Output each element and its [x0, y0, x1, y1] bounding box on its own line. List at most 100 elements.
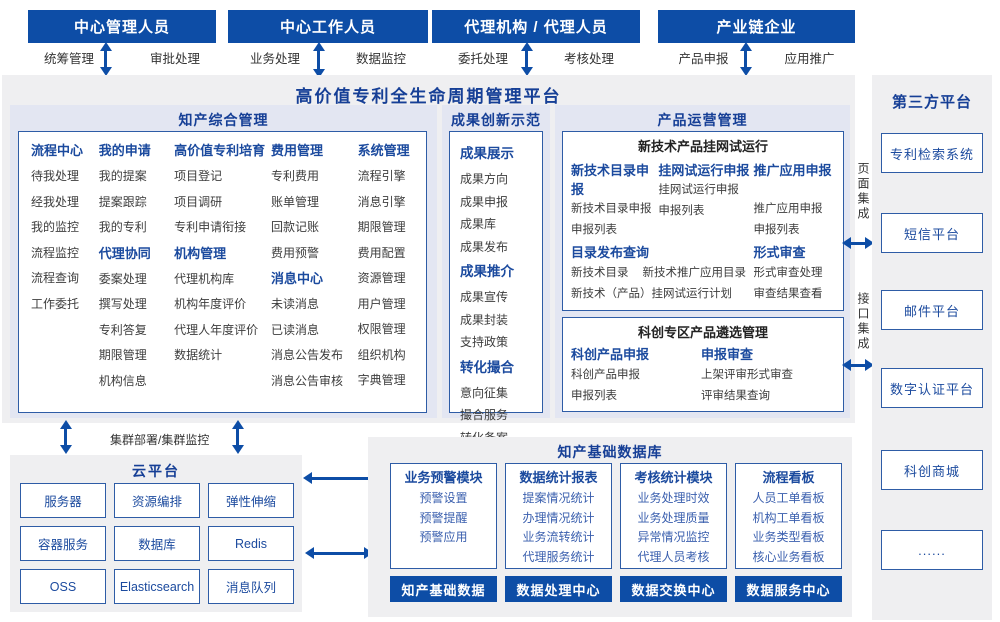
third-party-item: 科创商城 [881, 450, 983, 490]
menu-group-heading: 费用管理 [271, 143, 324, 158]
menu-column: 申报审查 上架评审形式审查 评审结果查询 [701, 345, 831, 407]
cloud-item: 容器服务 [20, 526, 106, 561]
menu-item: 新技术目录申报 [571, 203, 652, 215]
module-heading: 数据统计报表 [519, 470, 598, 485]
trial-run-box: 新技术产品挂网试运行 新技术目录申报 新技术目录申报 申报列表 挂网试运行申报 … [562, 131, 844, 311]
menu-item: 待我处理 [31, 169, 80, 183]
menu-item: 成果封装 [460, 312, 509, 327]
actor-industry-enterprises: 产业链企业 [658, 10, 855, 43]
menu-item: 字典管理 [357, 373, 406, 387]
selection-box: 科创专区产品遴选管理 科创产品申报 科创产品申报 申报列表 申报审查 上架评审形… [562, 317, 844, 412]
cloud-item: 服务器 [20, 483, 106, 518]
menu-item: 支持政策 [460, 335, 509, 349]
menu-item: 推广应用申报 [753, 203, 823, 215]
section-achievements: 成果创新示范 成果展示 成果方向 成果申报 成果库 成果发布 成果推介 成果宣传… [442, 105, 550, 445]
menu-item: 代理机构库 [174, 271, 235, 286]
platform-title: 高价值专利全生命周期管理平台 [295, 87, 562, 106]
module-item: 办理情况统计 [522, 510, 595, 525]
module-process-board: 流程看板 人员工单看板 机构工单看板 业务类型看板 核心业务看板 [735, 463, 842, 569]
menu-item: 经我处理 [31, 194, 80, 209]
actor-agents: 代理机构 / 代理人员 [432, 10, 640, 43]
menu-group-heading: 形式审查 [753, 245, 806, 260]
page-integration-label: 页面集成 [856, 162, 870, 222]
double-arrow-icon [317, 50, 320, 70]
menu-item: 形式审查处理 [753, 267, 823, 279]
module-item: 业务类型看板 [752, 530, 825, 544]
module-heading: 流程看板 [762, 470, 815, 485]
menu-item: 用户管理 [357, 296, 406, 311]
ip-database-title: 知产基础数据库 [557, 444, 663, 460]
module-item: 业务流转统计 [522, 530, 595, 544]
menu-item: 我的监控 [31, 220, 80, 234]
menu-column: 科创产品申报 科创产品申报 申报列表 [571, 345, 701, 407]
menu-item: 成果库 [460, 217, 497, 231]
third-party-item: 数字认证平台 [881, 368, 983, 408]
cloud-item: Elasticsearch [114, 569, 200, 604]
module-assessment: 考核统计模块 业务处理时效 业务处理质量 异常情况监控 代理人员考核 [620, 463, 727, 569]
actor-right-label: 数据监控 [356, 52, 407, 66]
third-party-panel: 第三方平台 专利检索系统 短信平台 邮件平台 数字认证平台 科创商城 .....… [872, 75, 992, 620]
module-item: 业务处理时效 [637, 491, 710, 505]
section-title: 成果创新示范 [451, 112, 541, 128]
actor-left-label: 产品申报 [678, 52, 729, 66]
third-party-item: 专利检索系统 [881, 133, 983, 173]
menu-item: 期限管理 [357, 220, 406, 234]
third-party-item: 短信平台 [881, 213, 983, 253]
catalog-query-group: 目录发布查询 新技术目录 新技术推广应用目录 新技术（产品）挂网试运行计划 [571, 243, 753, 305]
double-arrow-icon [744, 50, 747, 68]
menu-group-heading: 高价值专利培育 [174, 143, 266, 158]
menu-column: 高价值专利培育 项目登记 项目调研 专利申请衔接 机构管理 代理机构库 机构年度… [174, 138, 271, 412]
menu-item: 专利申请衔接 [174, 220, 247, 234]
section-title: 知产综合管理 [178, 112, 269, 128]
third-party-item: 邮件平台 [881, 290, 983, 330]
actor-labels: 委托处理 考核处理 [432, 48, 640, 66]
module-item: 核心业务看板 [752, 549, 825, 564]
menu-group-heading: 流程中心 [31, 143, 84, 158]
actor-left-label: 委托处理 [457, 52, 508, 66]
menu-item: 申报列表 [571, 224, 617, 236]
menu-column: 挂网试运行申报 挂网试运行申报 申报列表 [658, 157, 753, 241]
menu-group-heading: 挂网试运行申报 [658, 163, 750, 178]
menu-item: 数据统计 [174, 348, 223, 362]
module-item: 代理服务统计 [522, 549, 595, 564]
module-item: 异常情况监控 [637, 530, 710, 544]
menu-item: 费用预警 [271, 245, 320, 260]
double-arrow-icon [849, 242, 867, 245]
api-integration-label: 接口集成 [856, 292, 870, 352]
third-party-title: 第三方平台 [891, 94, 972, 111]
footer-badge: 数据处理中心 [505, 576, 612, 602]
actor-right-label: 审批处理 [150, 52, 201, 66]
menu-item: 新技术（产品）挂网试运行计划 [571, 288, 732, 300]
ip-database-panel: 知产基础数据库 业务预警模块 预警设置 预警提醒 预警应用 数据统计报表 提案情… [368, 437, 852, 617]
double-arrow-icon [104, 50, 107, 68]
cloud-item: Redis [208, 526, 294, 561]
menu-item: 项目登记 [174, 169, 223, 183]
module-heading: 业务预警模块 [404, 470, 483, 485]
menu-item: 账单管理 [271, 194, 320, 209]
cloud-item: 资源编排 [114, 483, 200, 518]
menu-column: 费用管理 专利费用 账单管理 回款记账 费用预警 消息中心 未读消息 已读消息 … [271, 138, 358, 412]
double-arrow-icon [64, 428, 67, 446]
cloud-item: 消息队列 [208, 569, 294, 604]
module-business-alert: 业务预警模块 预警设置 预警提醒 预警应用 [390, 463, 497, 569]
cloud-item: 数据库 [114, 526, 200, 561]
menu-item: 成果宣传 [460, 290, 509, 304]
menu-item: 代理人年度评价 [174, 322, 259, 337]
actor-right-label: 应用推广 [784, 52, 835, 66]
menu-item: 项目调研 [174, 194, 223, 209]
menu-item: 费用配置 [357, 245, 406, 260]
menu-item: 机构信息 [98, 373, 147, 388]
menu-group-heading: 代理协同 [98, 245, 151, 261]
cloud-platform-title: 云平台 [132, 463, 180, 479]
menu-columns: 目录发布查询 新技术目录 新技术推广应用目录 新技术（产品）挂网试运行计划 形式… [571, 243, 835, 305]
menu-item: 期限管理 [98, 348, 147, 362]
module-item: 预警应用 [419, 530, 468, 544]
menu-item: 消息引擎 [357, 194, 406, 209]
section-title: 产品运营管理 [657, 112, 748, 128]
menu-group-heading: 新技术目录申报 [571, 163, 650, 197]
menu-item: 申报列表 [753, 224, 800, 236]
module-statistics-report: 数据统计报表 提案情况统计 办理情况统计 业务流转统计 代理服务统计 [505, 463, 612, 569]
menu-item: 我的提案 [98, 169, 147, 183]
subbox-title: 科创专区产品遴选管理 [637, 325, 768, 340]
cloud-item: OSS [20, 569, 106, 604]
